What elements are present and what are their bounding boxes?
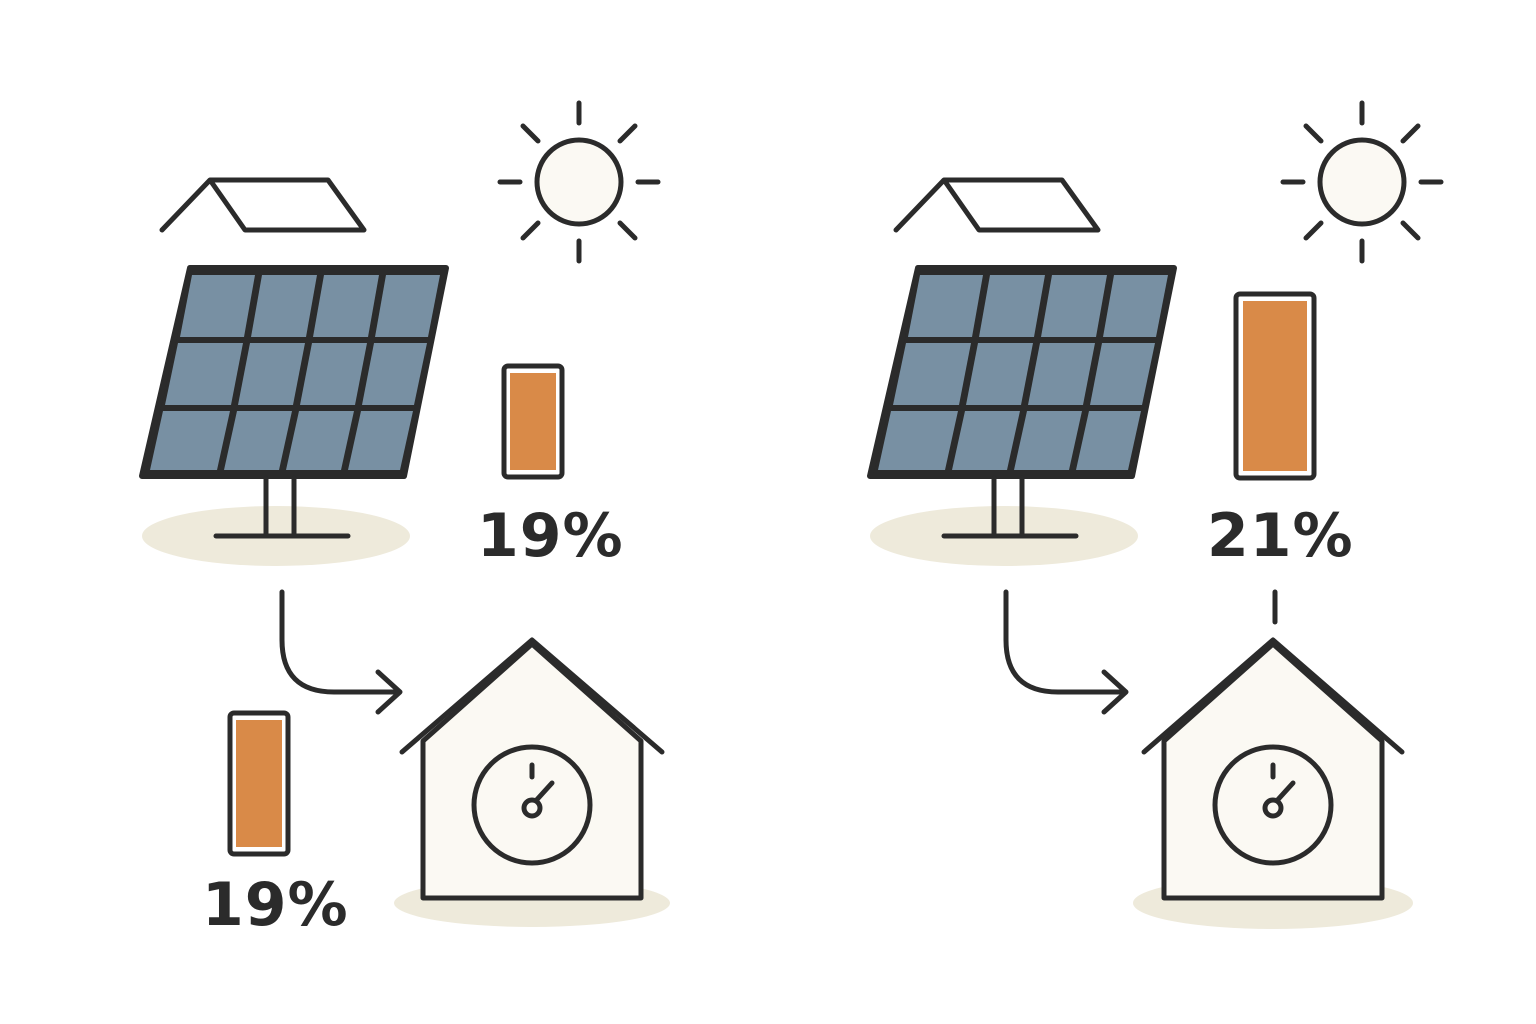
sun-icon: [497, 100, 661, 264]
battery-bar-icon: [227, 710, 291, 857]
panel-efficiency-label: 19%: [477, 501, 624, 571]
solar-panel-icon: [867, 265, 1177, 539]
sun-icon: [1280, 100, 1444, 264]
panel-efficiency-label: 21%: [1207, 501, 1354, 571]
solar-panel-icon: [139, 265, 449, 539]
battery-bar-icon: [501, 363, 565, 480]
house-icon: [1141, 637, 1405, 901]
meter-icon: [471, 744, 593, 866]
flow-arrow-icon: [1003, 589, 1129, 715]
house-icon: [399, 637, 665, 901]
battery-bar-icon: [1233, 291, 1317, 481]
right-scene: [867, 100, 1444, 929]
roof-icon: [893, 177, 1101, 233]
roof-icon: [159, 177, 367, 233]
flow-arrow-icon: [279, 589, 403, 715]
left-scene: [139, 100, 670, 927]
meter-icon: [1212, 744, 1334, 866]
battery-efficiency-label: 19%: [202, 870, 349, 940]
